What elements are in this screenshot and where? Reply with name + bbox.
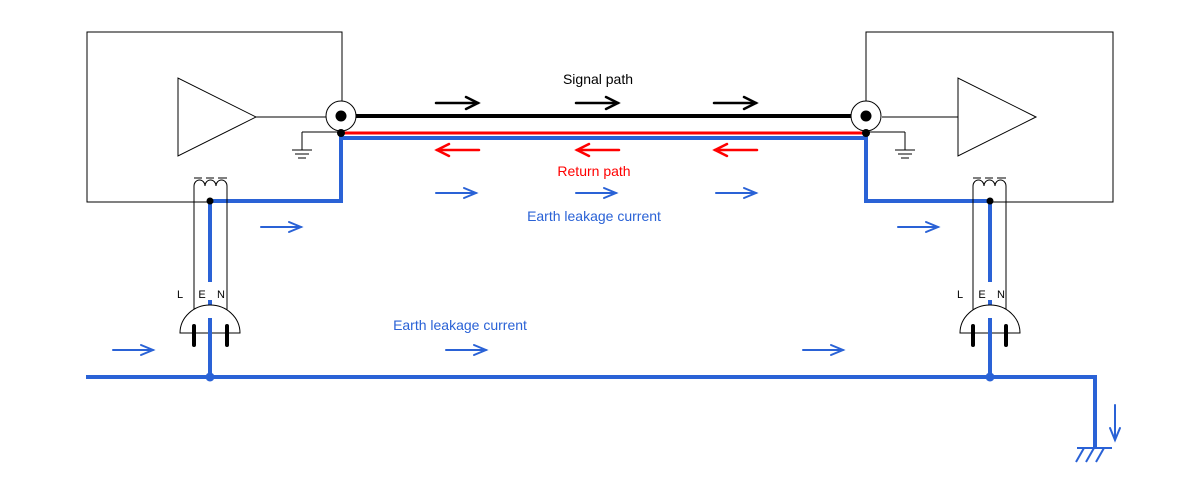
return-arrow-icon <box>574 142 621 158</box>
right-plug-letter-l: L <box>957 289 963 301</box>
earth-leakage-cable-line <box>210 136 990 203</box>
signal-path-label: Signal path <box>563 71 633 87</box>
right-coil-icon <box>972 177 1007 187</box>
building-earth-line <box>86 375 1097 448</box>
right-connector-icon <box>850 100 882 137</box>
signal-arrow-icon <box>434 95 481 111</box>
right-amplifier-icon <box>957 77 1038 157</box>
return-path-label: Return path <box>557 163 630 179</box>
earth-arrow-icon <box>802 344 846 356</box>
earth-ground-icon <box>1075 447 1112 463</box>
earth-arrow-icon <box>897 221 941 233</box>
earth-arrow-icon <box>112 344 156 356</box>
left-plug-letter-e: E <box>198 289 205 301</box>
left-connector-icon <box>325 100 357 137</box>
left-plug-letter-n: N <box>217 289 225 301</box>
left-earth-junction <box>205 372 215 382</box>
right-plug-letter-e: E <box>978 289 985 301</box>
earth-leakage-label-lower: Earth leakage current <box>393 317 527 333</box>
earth-arrow-icon <box>260 221 304 233</box>
earth-arrow-down-icon <box>1109 404 1121 443</box>
left-device <box>86 31 343 203</box>
signal-arrows <box>434 95 759 111</box>
earth-leakage-label-upper: Earth leakage current <box>527 208 661 224</box>
right-device <box>865 31 1114 203</box>
earth-arrow-icon <box>445 344 489 356</box>
return-arrow-icon <box>712 142 759 158</box>
left-coil-icon <box>193 177 228 187</box>
earth-arrow-icon <box>715 187 759 199</box>
earth-arrow-icon <box>575 187 619 199</box>
right-plug-letter-n: N <box>997 289 1005 301</box>
right-mains-plug: L E N <box>957 177 1021 377</box>
earth-arrow-icon <box>435 187 479 199</box>
left-plug-letter-l: L <box>177 289 183 301</box>
left-mains-plug: L E N <box>177 177 241 377</box>
left-amplifier-icon <box>177 77 258 157</box>
signal-arrow-icon <box>712 95 759 111</box>
right-earth-junction <box>985 372 995 382</box>
return-arrows <box>434 142 759 158</box>
earth-arrows <box>112 187 1121 443</box>
left-chassis-ground-icon <box>292 149 312 159</box>
right-chassis-ground-icon <box>895 149 915 159</box>
signal-arrow-icon <box>574 95 621 111</box>
return-arrow-icon <box>434 142 481 158</box>
